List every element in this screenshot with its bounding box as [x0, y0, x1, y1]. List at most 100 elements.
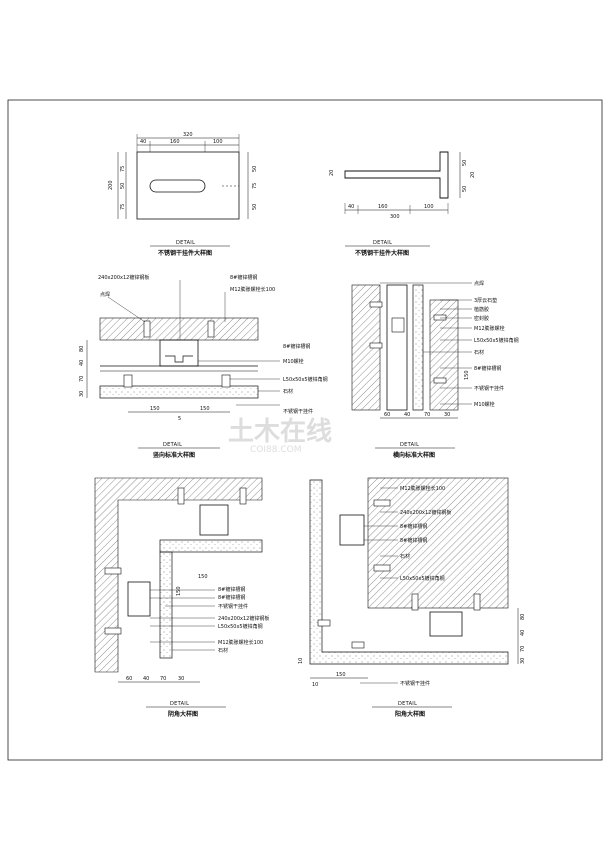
dim-text: 150 [150, 406, 160, 412]
dim-text: 200 [108, 180, 114, 190]
detail-caption: DETAIL [163, 442, 182, 448]
dim-text: 150 [198, 574, 208, 580]
callout-label: 点焊 [100, 291, 110, 298]
detail-1: 320 40 160 100 200 75 50 75 50 75 50 DET… [108, 132, 258, 257]
callout-label: 点焊 [474, 280, 484, 287]
dim-text: 320 [183, 132, 193, 138]
dim-text: 75 [252, 183, 258, 189]
detail-caption: DETAIL [400, 442, 419, 448]
sheet-border [7, 99, 603, 761]
dim-text: 5 [178, 416, 181, 422]
dim-text: 10 [298, 658, 304, 664]
callout-label: 石材 [218, 647, 228, 654]
callout-label: 不锈钢干挂件 [474, 385, 504, 392]
callout-label: 石材 [400, 553, 410, 560]
steel-channel [429, 611, 463, 637]
dim-text: 70 [424, 412, 430, 418]
dim-text: 75 [120, 166, 126, 172]
callout-label: 植筋胶 [474, 306, 489, 313]
callout-label: 不锈钢干挂件 [283, 408, 313, 415]
dim-text: 50 [252, 166, 258, 172]
callout-label: 不锈钢干挂件 [218, 603, 248, 610]
stone-panel-h [159, 539, 263, 553]
dim-text: 40 [143, 676, 149, 682]
dim-text: 30 [178, 676, 184, 682]
callout-label: 石材 [474, 349, 484, 356]
detail-caption: DETAIL [176, 240, 195, 246]
detail-title: 不锈钢干挂件大样图 [355, 249, 409, 257]
dim-text: 50 [462, 160, 468, 166]
dim-text: 40 [348, 204, 354, 210]
dim-text: 160 [170, 139, 180, 145]
dim-text: 80 [520, 614, 526, 620]
dim-text: 40 [404, 412, 410, 418]
detail-3: 240x200x12镀锌钢板 8#镀锌槽钢 M12膨胀螺栓长100 点焊 8#镀… [79, 274, 328, 459]
dim-text: 50 [120, 183, 126, 189]
stone-panel-corner [309, 479, 509, 665]
detail-title: 阴角大样图 [168, 710, 198, 718]
callout-label: 不锈钢干挂件 [400, 680, 430, 687]
steel-channel [199, 504, 229, 536]
detail-caption: DETAIL [170, 701, 189, 707]
callout-label: 石材 [283, 388, 293, 395]
stone-panel [412, 284, 424, 411]
dim-text: 40 [140, 139, 146, 145]
callout-label: 8#镀锌槽钢 [474, 365, 501, 372]
hanger-profile [344, 151, 449, 199]
detail-5: 8#镀锌槽钢 8#镀锌槽钢 不锈钢干挂件 240x200x12镀锌钢板 L50x… [94, 477, 269, 718]
concrete-slab [99, 317, 259, 341]
callout-label: 240x200x12镀锌钢板 [400, 509, 451, 516]
callout-label: 8#镀锌槽钢 [218, 594, 245, 601]
dim-text: 60 [126, 676, 132, 682]
dim-text: 50 [252, 204, 258, 210]
dim-text: 30 [444, 412, 450, 418]
dim-text: 100 [213, 139, 223, 145]
callout-label: 8#镀锌槽钢 [400, 537, 427, 544]
dim-text: 60 [384, 412, 390, 418]
detail-caption: DETAIL [398, 701, 417, 707]
callout-label: 8#镀锌槽钢 [400, 523, 427, 530]
detail-title: 竖向标准大样图 [153, 451, 195, 459]
stone-panel-v [159, 551, 173, 659]
detail-title: 不锈钢干挂件大样图 [158, 249, 212, 257]
plate-outline [136, 151, 240, 220]
dim-text: 20 [470, 172, 476, 178]
callout-label: M12膨胀螺栓长100 [400, 485, 445, 492]
watermark: 土木在线 COI88.COM [228, 417, 332, 455]
detail-6: M12膨胀螺栓长100 240x200x12镀锌钢板 8#镀锌槽钢 8#镀锌槽钢… [298, 477, 526, 718]
dim-text: 70 [520, 646, 526, 652]
dim-text: 160 [378, 204, 388, 210]
callout-label: M12膨胀螺栓 [474, 325, 505, 332]
dim-text: 150 [176, 586, 182, 596]
callout-label: M12膨胀螺栓长100 [218, 639, 263, 646]
dim-text: 70 [160, 676, 166, 682]
callout-label: M10螺栓 [474, 401, 495, 408]
callout-label: L50x50x5镀锌角钢 [400, 575, 445, 582]
dim-text: 30 [79, 391, 85, 397]
dim-text: 75 [120, 204, 126, 210]
detail-caption: DETAIL [373, 240, 392, 246]
dim-text: 100 [424, 204, 434, 210]
dim-text: 30 [520, 658, 526, 664]
dim-text: 300 [390, 214, 400, 220]
dim-text: 80 [79, 346, 85, 352]
callout-label: L50x50x5镀锌角钢 [218, 623, 263, 630]
dim-text: 150 [464, 370, 470, 380]
callout-label: 密封胶 [474, 315, 489, 322]
concrete-block [367, 477, 509, 609]
detail-2: 40 160 100 300 20 50 20 50 DETAIL 不锈钢干挂件… [329, 151, 476, 257]
detail-4: 点焊 3厚云石垫 植筋胶 密封胶 M12膨胀螺栓 L50x50x5镀锌角钢 石材… [351, 280, 519, 459]
dim-text: 150 [336, 672, 346, 678]
dim-text: 150 [200, 406, 210, 412]
callout-label: L50x50x5镀锌角钢 [283, 376, 328, 383]
slot-hole [149, 179, 206, 193]
dim-text: 40 [79, 360, 85, 366]
callout-label: 8#镀锌槽钢 [218, 586, 245, 593]
callout-label: L50x50x5镀锌角钢 [474, 337, 519, 344]
watermark-main: 土木在线 [228, 417, 332, 447]
callout-label: 240x200x12镀锌钢板 [218, 615, 269, 622]
detail-title: 横向标准大样图 [393, 451, 435, 459]
dim-text: 70 [79, 376, 85, 382]
callout-label: 3厚云石垫 [474, 297, 497, 304]
